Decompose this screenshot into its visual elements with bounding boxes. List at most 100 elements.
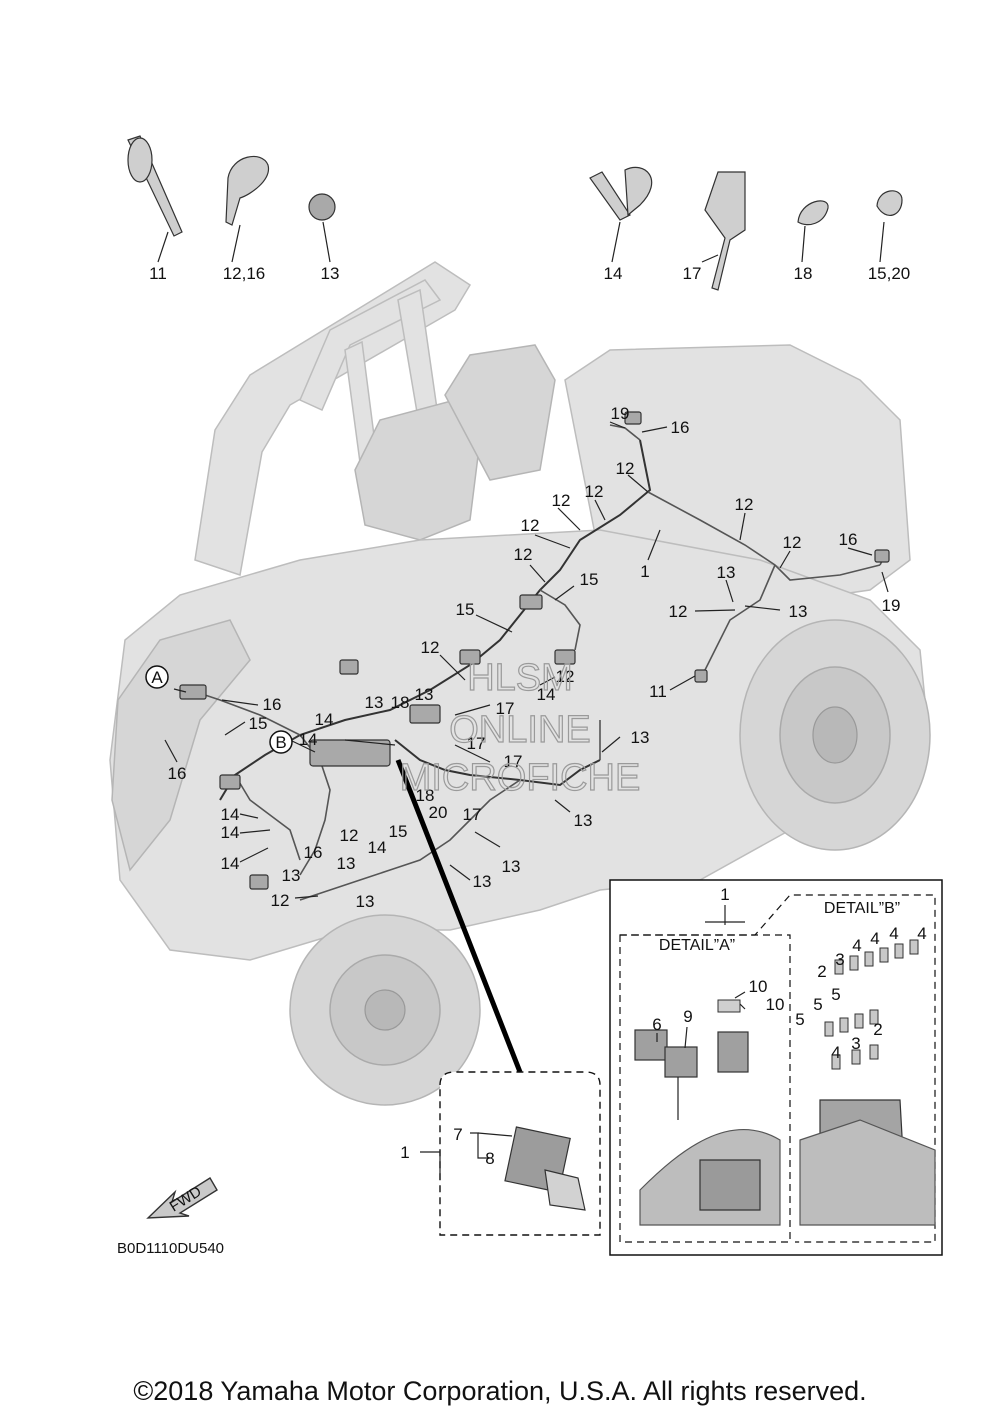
callout-label: 17 bbox=[496, 699, 515, 718]
fastener-legend-illustrations bbox=[127, 135, 903, 291]
callout-label: 12 bbox=[421, 638, 440, 657]
callout-label: 16 bbox=[168, 764, 187, 783]
callout-label: 19 bbox=[882, 596, 901, 615]
callout-label: 16 bbox=[304, 843, 323, 862]
watermark-line: HLSM bbox=[467, 657, 573, 699]
legend-label: 17 bbox=[683, 264, 702, 283]
legend-label: 13 bbox=[321, 264, 340, 283]
detail-label: 2 bbox=[817, 962, 826, 981]
detail-b-title: DETAIL”B” bbox=[824, 900, 900, 917]
callout-label: 14 bbox=[299, 730, 318, 749]
callout-label: 17 bbox=[504, 752, 523, 771]
detail-panel: 1 DETAIL”A” DETAIL”B” 6 9 10 10 2 3 bbox=[609, 879, 943, 1256]
callout-label: 16 bbox=[671, 418, 690, 437]
callout-label: 13 bbox=[631, 728, 650, 747]
callout-label: 14 bbox=[315, 710, 334, 729]
detail-label: 4 bbox=[852, 936, 861, 955]
detail-b-marker-label: B bbox=[275, 733, 286, 752]
callout-label: 18 bbox=[391, 693, 410, 712]
callout-label: 14 bbox=[221, 805, 240, 824]
legend-label: 12,16 bbox=[223, 264, 266, 283]
fastener-legend-leaders bbox=[157, 221, 885, 263]
callout-label: 12 bbox=[669, 602, 688, 621]
callout-label: 15 bbox=[580, 570, 599, 589]
callout-label: 14 bbox=[537, 685, 556, 704]
callout-label: 12 bbox=[340, 826, 359, 845]
callout-label: 18 bbox=[416, 786, 435, 805]
detail-label: 5 bbox=[831, 985, 840, 1004]
detail-label: 1 bbox=[720, 885, 729, 904]
callout-label: 13 bbox=[574, 811, 593, 830]
callout-label: 15 bbox=[389, 822, 408, 841]
detail-a-marker bbox=[145, 665, 169, 689]
callout-label: 17 bbox=[463, 805, 482, 824]
detail-a-marker-label: A bbox=[151, 668, 163, 687]
detail-label: 4 bbox=[870, 929, 879, 948]
callout-label: 12 bbox=[585, 482, 604, 501]
watermark: HLSM ONLINE MICROFICHE bbox=[399, 656, 641, 799]
inset-leader-line bbox=[395, 759, 523, 1073]
callout-label: 16 bbox=[839, 530, 858, 549]
callout-label: 12 bbox=[783, 533, 802, 552]
inset-label: 1 bbox=[400, 1143, 409, 1162]
callout-label: 13 bbox=[282, 866, 301, 885]
callout-label: 13 bbox=[473, 872, 492, 891]
callout-label: 12 bbox=[271, 891, 290, 910]
callout-label: 19 bbox=[611, 404, 630, 423]
callout-leaders bbox=[164, 421, 889, 899]
callout-label: 13 bbox=[356, 892, 375, 911]
legend-label: 11 bbox=[149, 264, 167, 283]
callout-label: 12 bbox=[514, 545, 533, 564]
callout-label: 12 bbox=[616, 459, 635, 478]
watermark-line: ONLINE bbox=[449, 709, 590, 751]
callout-label: 13 bbox=[337, 854, 356, 873]
legend-label: 14 bbox=[604, 264, 623, 283]
detail-label: 4 bbox=[889, 924, 898, 943]
detail-label: 6 bbox=[652, 1015, 661, 1034]
relay-inset: 1 7 8 bbox=[400, 1071, 601, 1236]
legend-label: 18 bbox=[794, 264, 813, 283]
callout-label: 1 bbox=[640, 562, 649, 581]
detail-label: 4 bbox=[917, 924, 926, 943]
callout-label: 12 bbox=[521, 516, 540, 535]
detail-label: 10 bbox=[766, 995, 785, 1014]
watermark-line: MICROFICHE bbox=[400, 757, 641, 799]
callout-label: 16 bbox=[263, 695, 282, 714]
detail-label: 3 bbox=[851, 1034, 860, 1053]
detail-label: 2 bbox=[873, 1020, 882, 1039]
callout-label: 13 bbox=[502, 857, 521, 876]
detail-label: 5 bbox=[795, 1010, 804, 1029]
callout-label: 13 bbox=[717, 563, 736, 582]
callout-label: 13 bbox=[415, 685, 434, 704]
callout-label: 15 bbox=[249, 714, 268, 733]
callout-labels: 19 16 12 12 12 12 12 12 15 1 12 13 12 13… bbox=[168, 404, 901, 911]
detail-label: 9 bbox=[683, 1007, 692, 1026]
wiring-harness-diagram: 11 12,16 13 14 17 18 15,20 bbox=[109, 135, 943, 1257]
callout-label: 13 bbox=[789, 602, 808, 621]
callout-label: 14 bbox=[221, 854, 240, 873]
callout-label: 14 bbox=[368, 838, 387, 857]
detail-b-marker bbox=[269, 730, 293, 754]
legend-label: 15,20 bbox=[868, 264, 911, 283]
inset-label: 7 bbox=[453, 1125, 462, 1144]
callout-label: 11 bbox=[649, 682, 667, 701]
callout-label: 20 bbox=[429, 803, 448, 822]
callout-label: 15 bbox=[456, 600, 475, 619]
detail-label: 5 bbox=[813, 995, 822, 1014]
forward-arrow: FWD bbox=[146, 1177, 218, 1219]
callout-label: 13 bbox=[365, 693, 384, 712]
detail-label: 3 bbox=[835, 950, 844, 969]
callout-label: 12 bbox=[552, 491, 571, 510]
detail-label: 10 bbox=[749, 977, 768, 996]
copyright-notice: ©2018 Yamaha Motor Corporation, U.S.A. A… bbox=[133, 1376, 867, 1406]
diagram-part-code: B0D1110DU540 bbox=[117, 1240, 224, 1257]
detail-label: 4 bbox=[831, 1043, 840, 1062]
legend-labels: 11 12,16 13 14 17 18 15,20 bbox=[149, 264, 910, 283]
callout-label: 12 bbox=[556, 667, 575, 686]
callout-label: 14 bbox=[221, 823, 240, 842]
inset-label: 8 bbox=[485, 1149, 494, 1168]
callout-label: 17 bbox=[467, 734, 486, 753]
callout-label: 12 bbox=[735, 495, 754, 514]
detail-a-title: DETAIL”A” bbox=[659, 937, 735, 954]
